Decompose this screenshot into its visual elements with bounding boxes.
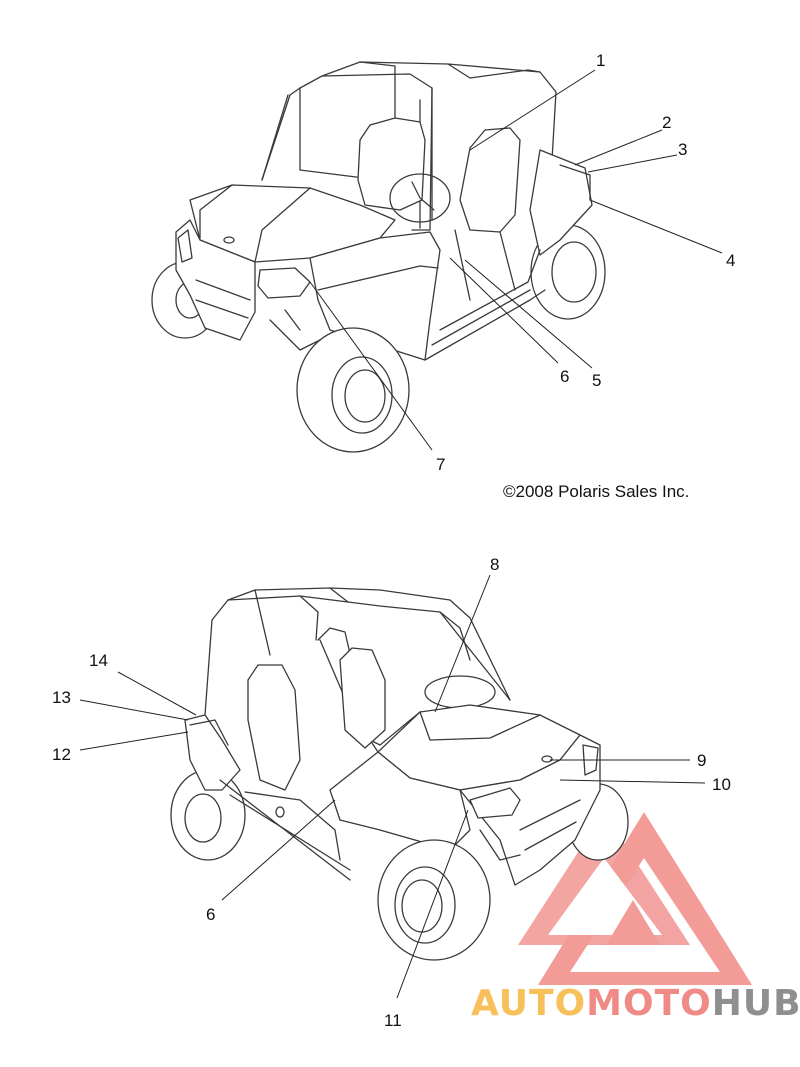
callout-13: 13	[52, 688, 71, 707]
callout-6: 6	[560, 367, 569, 386]
top-vehicle-illustration	[151, 61, 606, 453]
watermark-part-moto: MOTO	[586, 983, 712, 1024]
leader-line-3	[587, 154, 678, 173]
callout-5: 5	[592, 371, 601, 390]
callout-10: 10	[712, 775, 731, 794]
leader-line-5	[464, 259, 593, 369]
callout-8: 8	[490, 555, 499, 574]
leader-line-14	[117, 671, 197, 716]
callout-7: 7	[436, 455, 445, 474]
bottom-callouts: 8 9 10 11 6 12 13 14	[52, 555, 731, 1030]
leader-line-8	[434, 574, 491, 713]
watermark-part-auto: AUTO	[471, 983, 587, 1024]
leader-line-4	[589, 199, 723, 254]
leader-line-12	[79, 731, 189, 751]
watermark-logo-triangle	[518, 812, 752, 985]
leader-line-6b	[221, 799, 336, 901]
callout-1: 1	[596, 51, 605, 70]
bottom-leader-lines	[79, 574, 706, 999]
callout-12: 12	[52, 745, 71, 764]
callout-3: 3	[678, 140, 687, 159]
top-callouts: 1 2 3 4 5 6 7	[436, 51, 735, 474]
callout-4: 4	[726, 251, 735, 270]
watermark-logo-text: AUTOMOTOHUB	[471, 983, 800, 1024]
copyright-notice: ©2008 Polaris Sales Inc.	[503, 482, 690, 501]
callout-2: 2	[662, 113, 671, 132]
callout-9: 9	[697, 751, 706, 770]
leader-line-13	[79, 699, 189, 721]
callout-11: 11	[384, 1011, 402, 1030]
callout-14: 14	[89, 651, 108, 670]
top-leader-lines	[309, 69, 723, 451]
leader-line-2	[574, 129, 663, 166]
watermark-part-hub: HUB	[711, 983, 800, 1024]
leader-line-1	[469, 69, 596, 151]
leader-line-6	[449, 257, 559, 364]
leader-line-10	[559, 779, 706, 784]
callout-6-bottom: 6	[206, 905, 215, 924]
leader-line-11	[396, 809, 469, 999]
leader-line-7	[309, 281, 433, 451]
